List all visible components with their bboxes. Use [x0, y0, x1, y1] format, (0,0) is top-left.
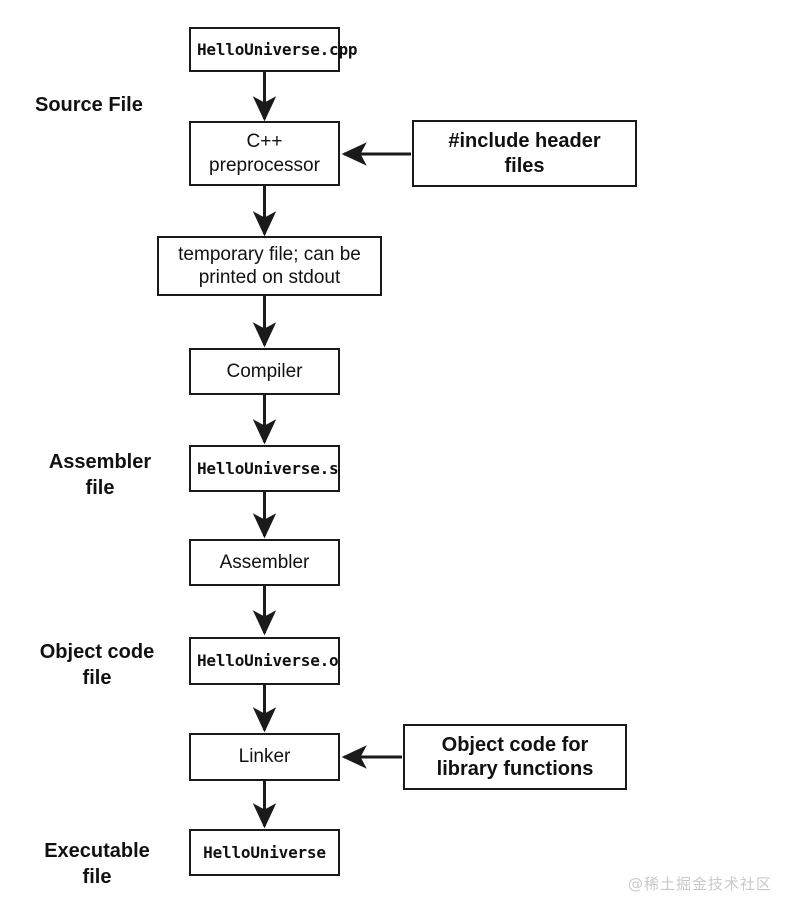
node-assembler-label: Assembler	[219, 551, 310, 573]
node-hellouniverse-o[interactable]: HelloUniverse.o	[189, 637, 340, 685]
node-object-code-library[interactable]: Object code for library functions	[403, 724, 627, 790]
node-hellouniverse-s[interactable]: HelloUniverse.s	[189, 445, 340, 492]
node-hellouniverse-exe[interactable]: HelloUniverse	[189, 829, 340, 876]
node-include-header-files-label: #include header files	[448, 130, 601, 177]
watermark: @稀土掘金技术社区	[627, 875, 772, 893]
stage-label-object-code-file: Object code file	[39, 641, 155, 689]
node-include-header-files[interactable]: #include header files	[412, 120, 637, 187]
node-cpp-preprocessor-label: C++ preprocessor	[209, 131, 320, 176]
node-hellouniverse-cpp-label: HelloUniverse.cpp	[197, 39, 358, 59]
node-hellouniverse-exe-label: HelloUniverse	[203, 842, 326, 862]
stage-label-source-file: Source File	[35, 94, 143, 116]
node-hellouniverse-s-label: HelloUniverse.s	[197, 458, 339, 478]
node-linker-label: Linker	[238, 746, 291, 768]
node-temporary-file-label: temporary file; can be printed on stdout	[178, 243, 361, 288]
node-compiler-label: Compiler	[226, 360, 303, 382]
node-assembler[interactable]: Assembler	[189, 539, 340, 586]
node-compiler[interactable]: Compiler	[189, 348, 340, 395]
stage-label-assembler-file: Assembler file	[48, 451, 152, 499]
node-linker[interactable]: Linker	[189, 733, 340, 781]
stage-label-executable-file: Executable file	[44, 840, 150, 888]
node-cpp-preprocessor[interactable]: C++ preprocessor	[189, 121, 340, 186]
node-temporary-file[interactable]: temporary file; can be printed on stdout	[157, 236, 382, 296]
node-object-code-library-label: Object code for library functions	[436, 733, 594, 780]
node-hellouniverse-cpp[interactable]: HelloUniverse.cpp	[189, 27, 358, 72]
node-hellouniverse-o-label: HelloUniverse.o	[197, 651, 339, 671]
